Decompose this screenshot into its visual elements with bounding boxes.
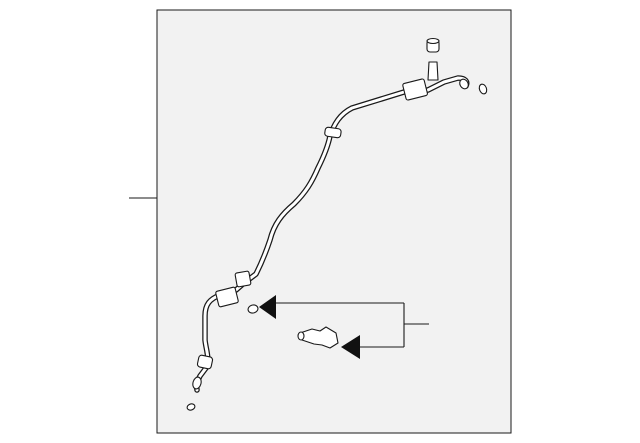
service-valve-head [297, 331, 305, 341]
upper-end-seal [478, 83, 488, 95]
service-port-cap-top [426, 37, 440, 45]
parts-callout-bracket [259, 295, 429, 359]
ac-hose-assembly [186, 37, 488, 411]
lower-end-seal [186, 403, 196, 411]
o-ring-pointer-arrow [259, 295, 276, 319]
lower-bracket [234, 270, 252, 288]
valve-pointer-arrow [341, 335, 360, 359]
lower-block-fitting [215, 286, 239, 308]
upper-block-fitting [402, 78, 428, 101]
service-valve [297, 326, 339, 349]
lower-end-flare [192, 376, 202, 390]
lower-end-nut [196, 354, 214, 370]
service-valve-body [299, 326, 339, 349]
service-port-stem [427, 61, 439, 81]
hose-tube-inner [195, 76, 469, 392]
diagram-frame [156, 9, 512, 434]
o-ring [247, 304, 259, 314]
upper-end-flare [459, 78, 469, 90]
mid-clamp [324, 126, 342, 139]
